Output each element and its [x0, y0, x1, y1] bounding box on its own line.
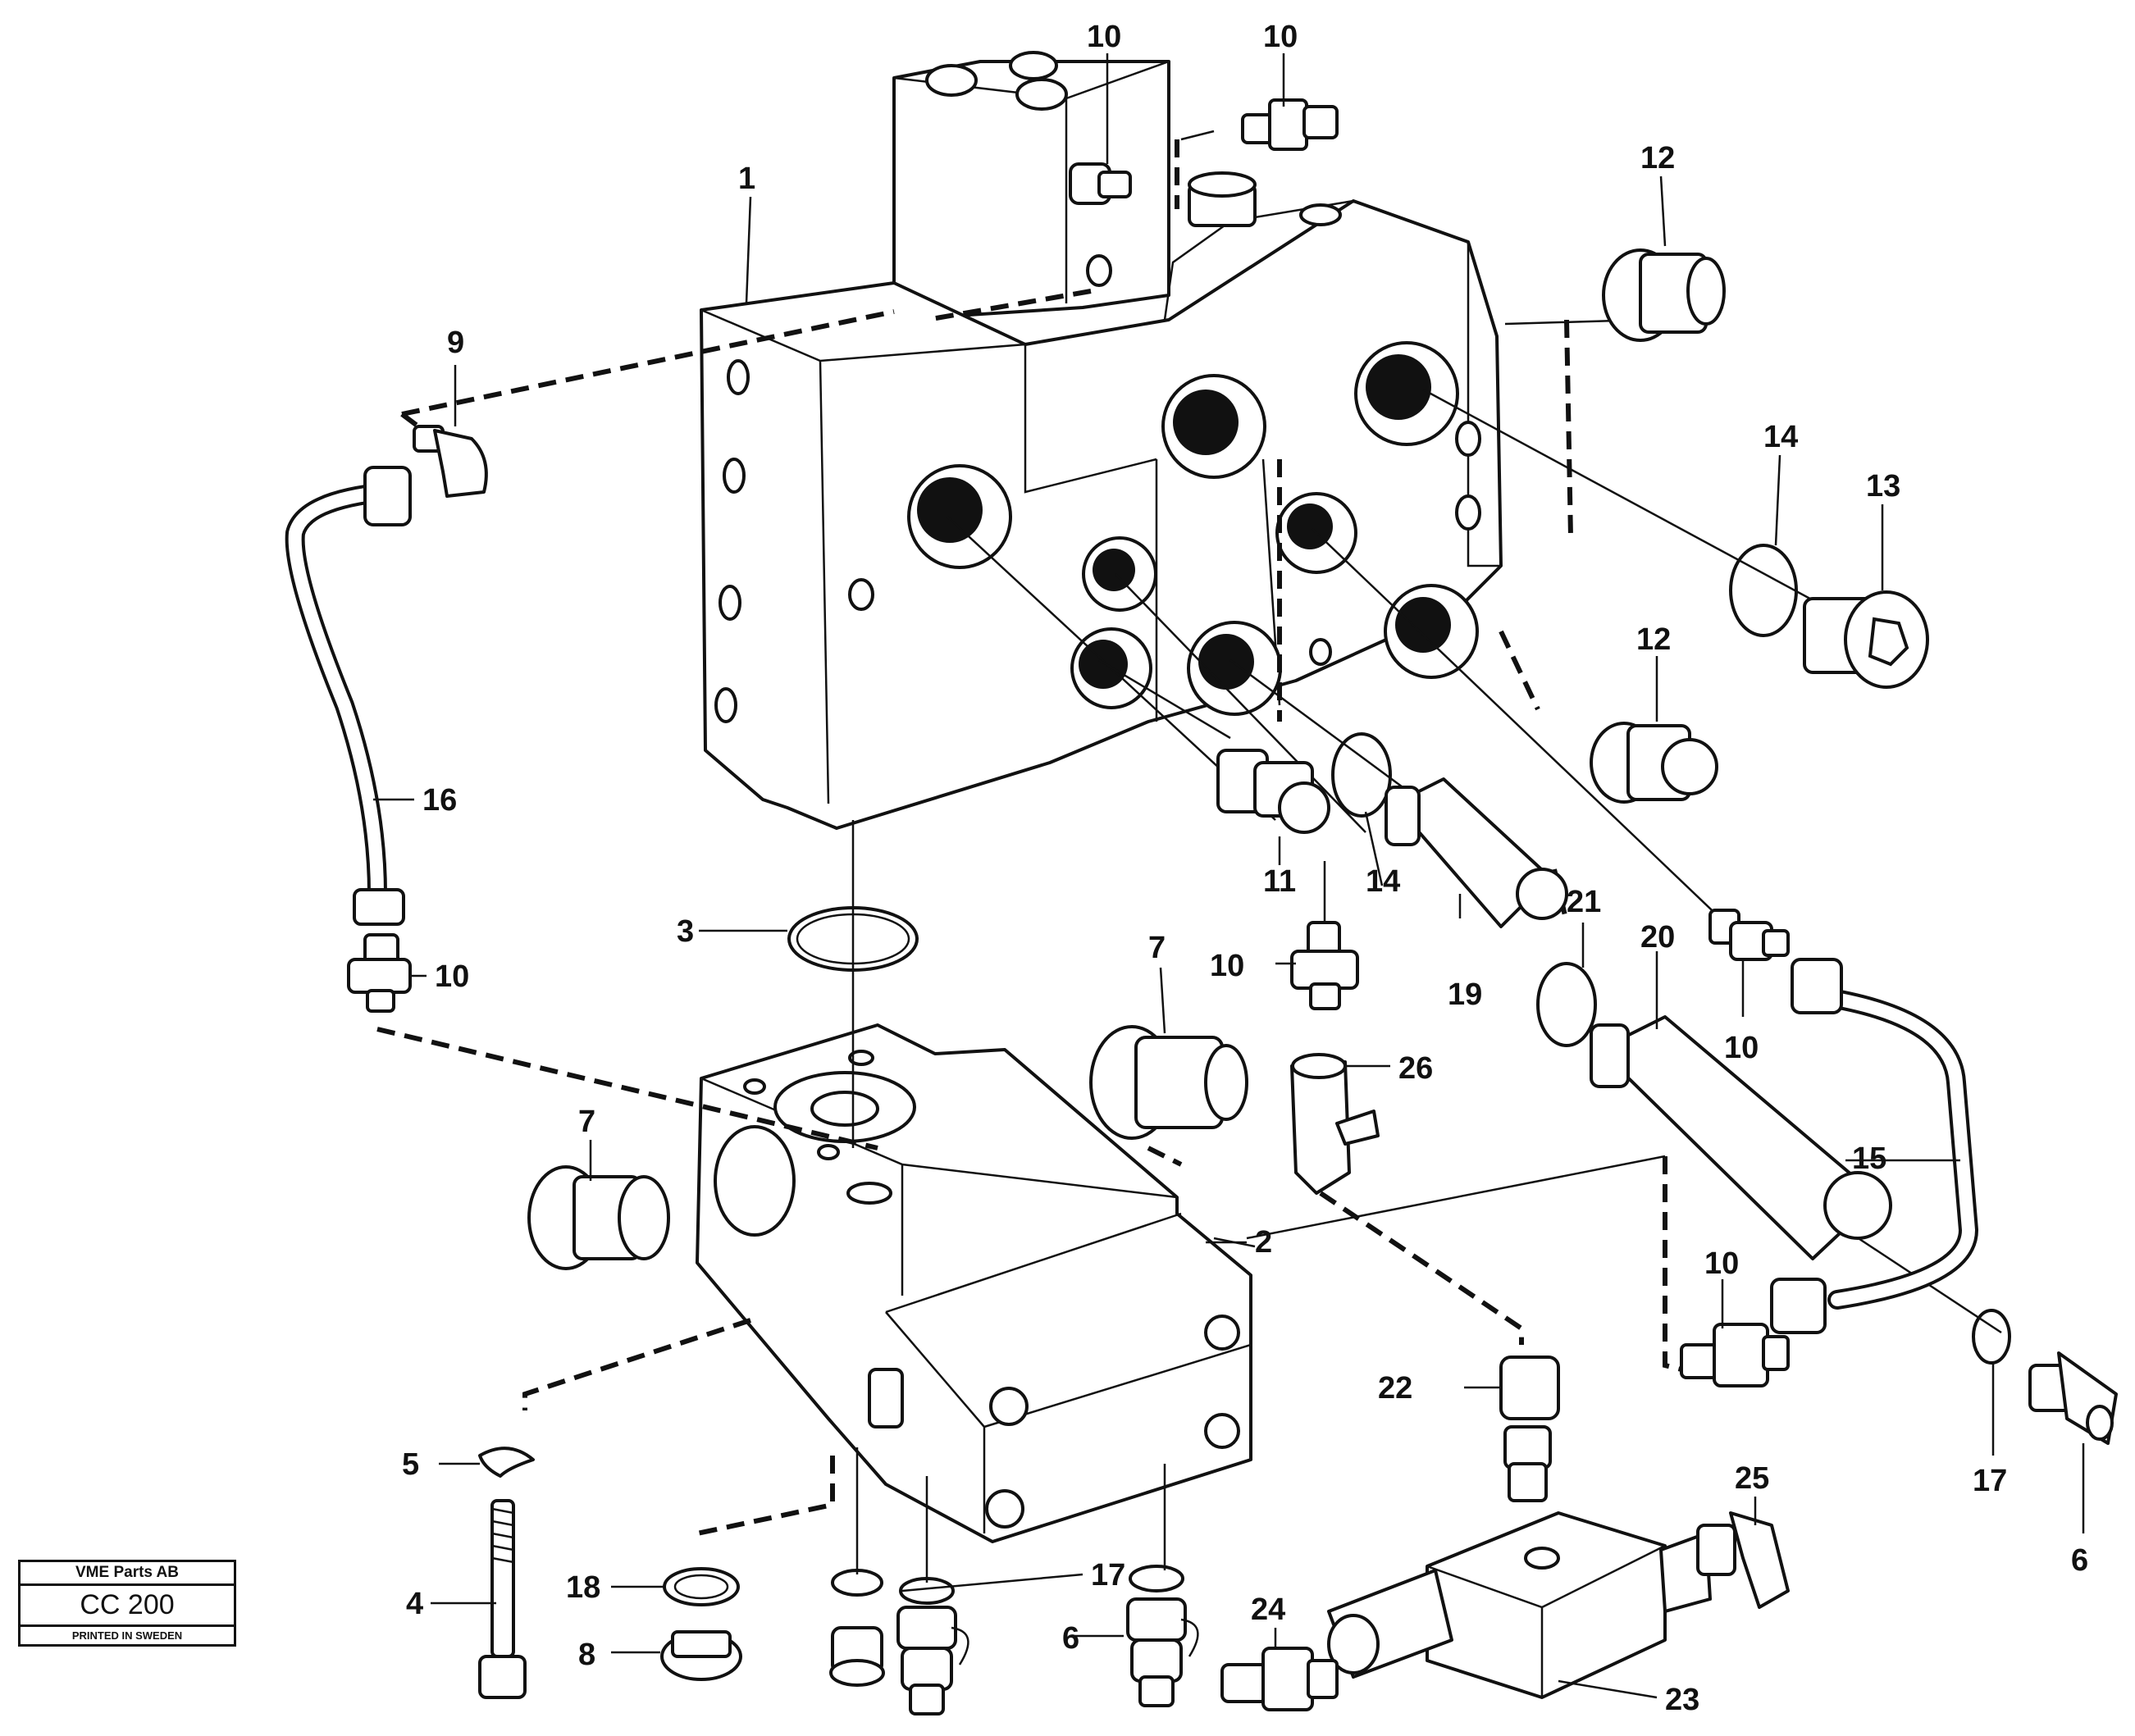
fitting-10-top-left: [1069, 162, 1132, 205]
valve-20: [1590, 1015, 1892, 1260]
part-2-lower-block: [696, 1023, 1252, 1543]
callout-10: 10: [1724, 1031, 1759, 1065]
callout-17: 17: [1091, 1558, 1125, 1592]
fitting-6-lower-right: [1126, 1597, 1199, 1707]
stamp-printed: PRINTED IN SWEDEN: [71, 1629, 183, 1642]
callout-10: 10: [435, 959, 469, 994]
fitting-10-right: [1708, 909, 1790, 961]
tee-26: [1290, 1053, 1380, 1195]
fitting-6-right: [2028, 1351, 2118, 1445]
fitting-12-top: [1602, 248, 1726, 342]
coupling-22: [1499, 1356, 1560, 1502]
callout-5: 5: [402, 1447, 419, 1482]
elbow-25: [1696, 1511, 1790, 1609]
bolt-4: [478, 1499, 527, 1699]
callout-10: 10: [1210, 949, 1244, 983]
callout-25: 25: [1735, 1461, 1769, 1496]
fitting-10-lower-right: [1680, 1323, 1790, 1387]
stamp-code: CC 200: [21, 1586, 234, 1627]
block-23: [1327, 1511, 1712, 1699]
callout-14: 14: [1366, 864, 1400, 899]
callout-22: 22: [1378, 1371, 1412, 1406]
callout-15: 15: [1852, 1141, 1886, 1176]
stamp-company: VME Parts AB: [21, 1562, 234, 1586]
callout-20: 20: [1640, 920, 1675, 955]
fitting-10-top-right: [1241, 98, 1339, 151]
callout-14: 14: [1763, 420, 1798, 454]
callout-10: 10: [1704, 1246, 1739, 1281]
callout-7: 7: [1148, 931, 1166, 965]
callout-13: 13: [1866, 469, 1900, 503]
fitting-24: [1220, 1647, 1339, 1711]
callout-6: 6: [2071, 1543, 2088, 1578]
callout-24: 24: [1251, 1592, 1285, 1627]
part-1-valve-block: [700, 51, 1503, 830]
fitting-7-right: [1089, 1025, 1248, 1140]
callout-18: 18: [566, 1570, 600, 1605]
fitting-10-mid: [1290, 921, 1359, 1010]
callout-12: 12: [1640, 141, 1675, 175]
assembly-dashes: [376, 139, 1699, 1536]
callout-2: 2: [1255, 1225, 1272, 1260]
axis-lines: [851, 130, 2002, 1334]
callout-6: 6: [1062, 1621, 1079, 1656]
callouts: 1 10 10 9 12 14 13 12 16 10 3 11 14 19 2…: [402, 20, 2088, 1717]
fitting-12-bottom: [1590, 722, 1718, 804]
fitting-10-left: [347, 933, 412, 1013]
callout-3: 3: [677, 914, 694, 949]
callout-16: 16: [422, 783, 457, 818]
plug-8: [660, 1630, 742, 1681]
fitting-7-left: [527, 1165, 670, 1270]
callout-26: 26: [1398, 1051, 1433, 1086]
callout-7: 7: [578, 1105, 595, 1139]
callout-19: 19: [1448, 977, 1482, 1012]
plug-13: [1803, 590, 1929, 689]
parts-fittings: [285, 98, 2118, 1715]
callout-1: 1: [738, 162, 755, 196]
callout-12: 12: [1636, 622, 1671, 657]
leader-lines: [373, 53, 2085, 1699]
callout-21: 21: [1567, 885, 1601, 919]
check-valve-19: [1385, 777, 1568, 928]
plug-lower: [829, 1626, 885, 1687]
callout-17: 17: [1973, 1464, 2007, 1498]
callout-9: 9: [447, 326, 464, 360]
fitting-6-lower-left: [896, 1606, 969, 1715]
callout-8: 8: [578, 1638, 595, 1672]
callout-11: 11: [1263, 864, 1296, 899]
fitting-11: [1216, 749, 1330, 834]
callout-4: 4: [406, 1587, 423, 1621]
callout-23: 23: [1665, 1683, 1699, 1717]
callout-10: 10: [1263, 20, 1298, 54]
callout-10: 10: [1087, 20, 1121, 54]
elbow-9: [413, 425, 488, 498]
parts-stamp: VME Parts AB CC 200 PRINTED IN SWEDEN: [18, 1560, 236, 1647]
